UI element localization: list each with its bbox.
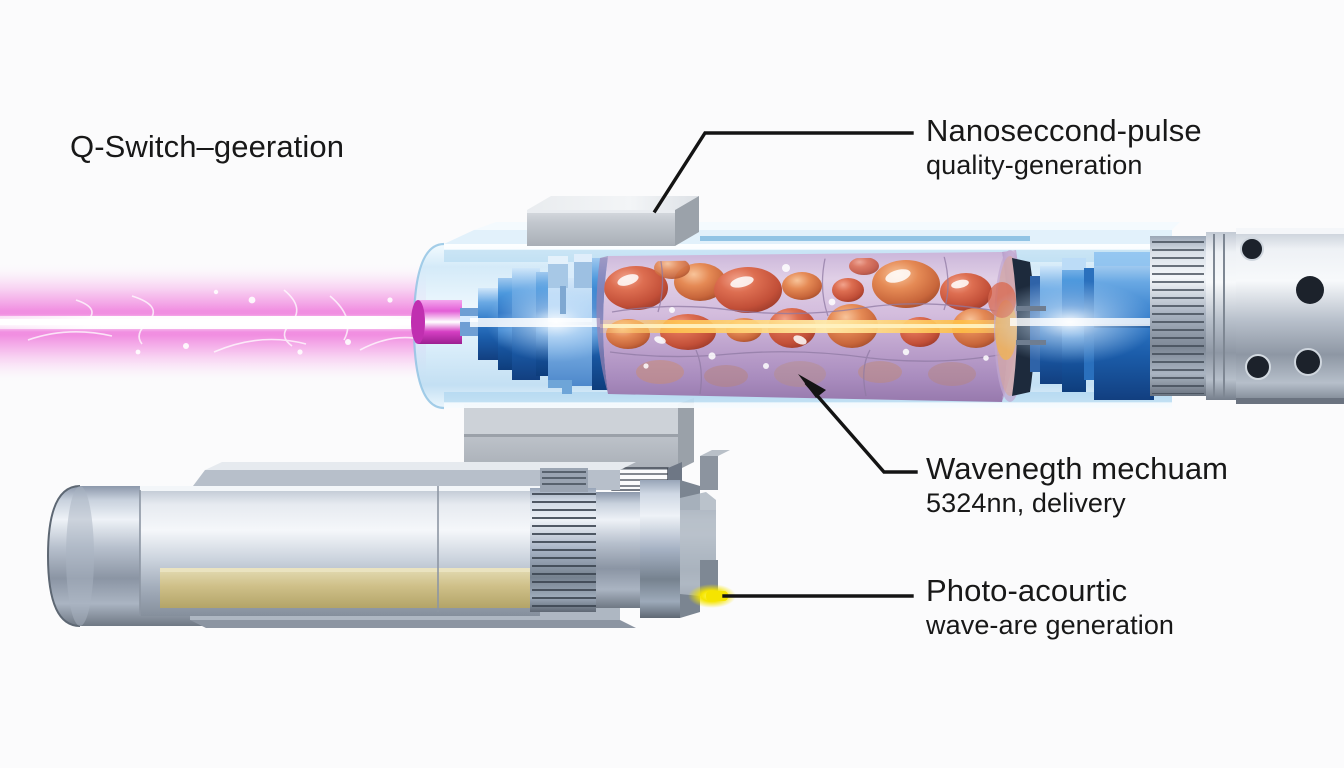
callout-nanosecond-line1: Nanoseccond-pulse [926,113,1202,148]
nanosecond-leader [652,131,914,214]
callout-wavelength-line2: 5324nn, delivery [926,487,1126,518]
q-switch-mount-block [527,196,699,246]
callout-wavelength: Wavenegth mechuam 5324nn, delivery [926,451,1228,519]
callout-wavelength-line1: Wavenegth mechuam [926,451,1229,486]
blue-optics-assembly-left [470,254,626,394]
callout-nanosecond-line2: quality-generation [926,149,1143,180]
callout-photoacoustic: Photo-acourtic wave-are generation [926,573,1174,641]
knurl-texture [1152,241,1204,394]
laser-crystal-rod [596,250,1026,402]
chrome-knurled-barrel [1150,228,1344,404]
callout-photoacoustic-line2: wave-are generation [926,609,1175,640]
leader-lines [652,131,918,598]
wavelength-leader-arrowhead [798,374,826,398]
callout-nanosecond-pulse: Nanoseccond-pulse quality-generation [926,113,1202,181]
wavelength-leader [804,381,918,474]
right-optics-assembly [984,252,1160,400]
label-q-switch: Q-Switch–geeration [70,129,345,164]
laser-beam-output [0,262,426,384]
barrel-holes [1240,237,1324,380]
lower-handpiece-assembly [46,462,736,628]
callout-photoacoustic-line1: Photo-acourtic [926,573,1128,608]
